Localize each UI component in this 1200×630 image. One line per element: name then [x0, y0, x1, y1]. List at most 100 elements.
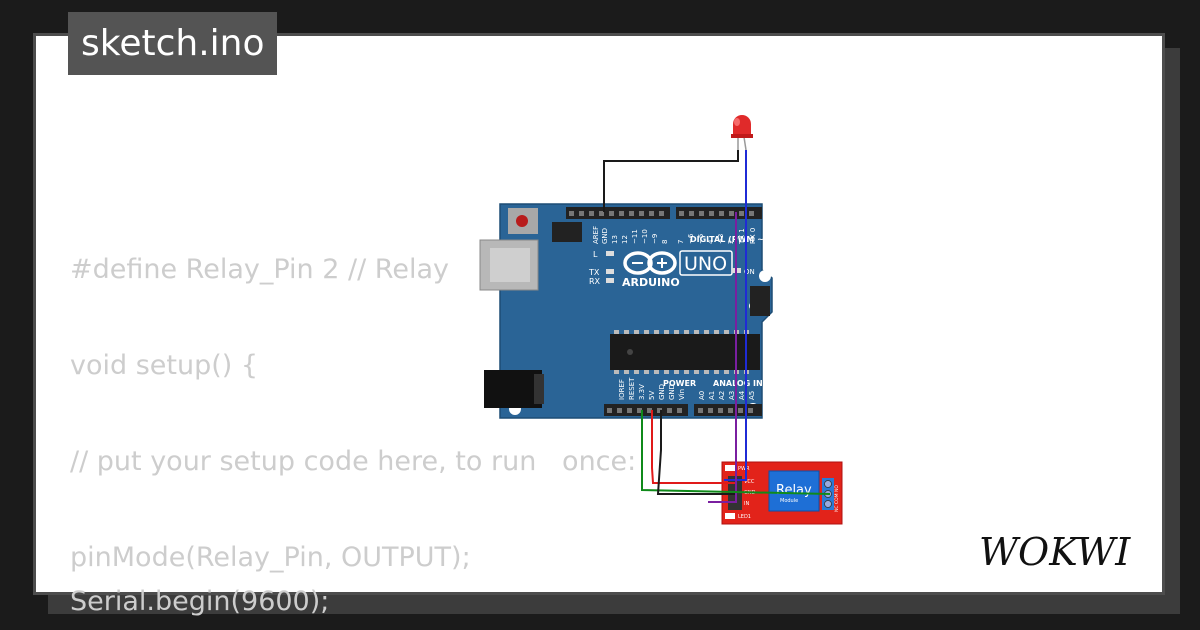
chip-pin: [644, 370, 649, 374]
chip-pin: [624, 370, 629, 374]
pin-label: 7: [677, 240, 685, 244]
wire-relay-gnd[interactable]: [656, 410, 735, 495]
power-label: POWER: [663, 379, 696, 388]
header-pin[interactable]: [738, 408, 743, 413]
pin-label: GND: [668, 384, 676, 400]
led-rx-label: RX: [589, 277, 601, 286]
power-jack: [484, 370, 542, 408]
header-pin[interactable]: [627, 408, 632, 413]
pin-label: 3.3V: [638, 384, 646, 400]
wires: [603, 150, 831, 503]
red-led[interactable]: [731, 115, 753, 152]
header-pin[interactable]: [637, 408, 642, 413]
relay-pin-label: IN: [744, 501, 749, 507]
pin-label: ~5: [697, 234, 705, 244]
pin-label: ~11: [631, 229, 639, 244]
wire-blue[interactable]: [724, 212, 747, 481]
header-pin[interactable]: [659, 211, 664, 216]
pin-label: ~6: [687, 233, 695, 244]
pin-label: ~9: [651, 234, 659, 244]
header-pin[interactable]: [728, 408, 733, 413]
chip-pin: [664, 370, 669, 374]
relay-cube: [768, 470, 820, 512]
chip-pin: [684, 370, 689, 374]
board-name: UNO: [684, 253, 727, 275]
header-pin[interactable]: [709, 211, 714, 216]
header-pin[interactable]: [639, 211, 644, 216]
header-pin[interactable]: [599, 211, 604, 216]
header-pin[interactable]: [749, 211, 754, 216]
relay-label: Relay: [776, 483, 812, 498]
header-pin[interactable]: [708, 408, 713, 413]
code-line: pinMode(Relay_Pin, OUTPUT);: [70, 542, 471, 573]
pin-label: AREF: [592, 226, 600, 244]
chip-pin: [664, 330, 669, 334]
led-tx-label: TX: [588, 268, 600, 277]
chip-pin: [714, 370, 719, 374]
digital-label: DIGITAL (PWM ~): [690, 235, 768, 244]
header-pin[interactable]: [649, 211, 654, 216]
header-pin[interactable]: [698, 408, 703, 413]
chip-pin: [614, 330, 619, 334]
relay-pwr-label: PWR: [738, 466, 750, 472]
header-pin[interactable]: [629, 211, 634, 216]
header-pin[interactable]: [657, 408, 662, 413]
header-pin[interactable]: [589, 211, 594, 216]
wire-gnd-led[interactable]: [603, 150, 739, 212]
pin-label: 13: [611, 235, 619, 244]
header-pin[interactable]: [679, 211, 684, 216]
header-pin[interactable]: [729, 211, 734, 216]
pin-label: GND: [601, 228, 609, 244]
chip-pin: [634, 370, 639, 374]
wokwi-logo: WOKWI: [979, 530, 1131, 574]
header-pin[interactable]: [748, 408, 753, 413]
chip-pin: [634, 330, 639, 334]
header-pin[interactable]: [579, 211, 584, 216]
header-pin[interactable]: [617, 408, 622, 413]
chip-pin: [674, 370, 679, 374]
chip-pin: [654, 370, 659, 374]
chip-pin: [694, 370, 699, 374]
header-pin[interactable]: [619, 211, 624, 216]
header-pin[interactable]: [699, 211, 704, 216]
pin-label: 12: [621, 235, 629, 244]
pin-label: 2: [727, 240, 735, 244]
chip-pin: [714, 330, 719, 334]
pin-label: GND: [658, 384, 666, 400]
power-header: [604, 404, 688, 416]
chip-pin: [724, 330, 729, 334]
header-pin[interactable]: [689, 211, 694, 216]
arduino-logo-icon: [623, 251, 677, 275]
header-pin[interactable]: [667, 408, 672, 413]
pin-label: 4: [707, 239, 715, 244]
wire-relay-green[interactable]: [641, 410, 831, 495]
wire-relay-vcc[interactable]: [651, 410, 735, 484]
pin-label: A4: [738, 390, 746, 400]
header-pin[interactable]: [569, 211, 574, 216]
pin-label: TX 1: [738, 228, 746, 245]
board-brand: ARDUINO: [622, 276, 680, 289]
header-pin[interactable]: [718, 408, 723, 413]
pin-label: A0: [698, 391, 706, 400]
chip-pin: [644, 330, 649, 334]
header-pin[interactable]: [607, 408, 612, 413]
pin-label: A1: [708, 391, 716, 400]
header-pin[interactable]: [739, 211, 744, 216]
wire-relay-in[interactable]: [708, 212, 737, 503]
chip-pin: [704, 330, 709, 334]
header-pin[interactable]: [647, 408, 652, 413]
chip-pin: [704, 370, 709, 374]
relay-sublabel: Module: [780, 498, 798, 504]
pin-label: A2: [718, 391, 726, 400]
chip-pin: [614, 370, 619, 374]
on-label: ON: [744, 268, 755, 276]
pin-label: 5V: [648, 391, 656, 400]
pin-label: ~10: [641, 229, 649, 244]
header-pin[interactable]: [609, 211, 614, 216]
pin-label: A3: [728, 391, 736, 400]
code-line: // put your setup code here, to run once…: [70, 446, 637, 477]
header-pin[interactable]: [677, 408, 682, 413]
header-pin[interactable]: [719, 211, 724, 216]
